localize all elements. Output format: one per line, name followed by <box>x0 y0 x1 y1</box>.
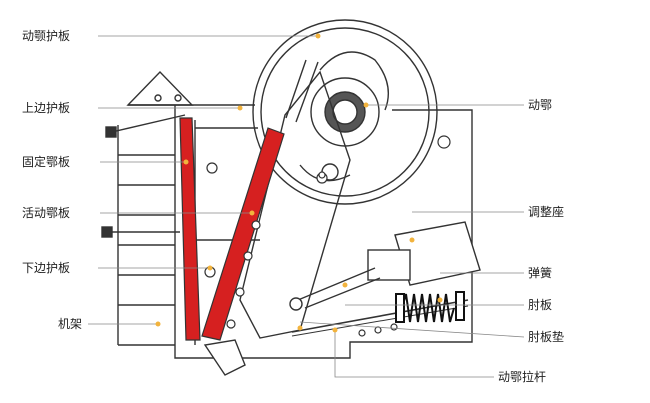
movable-jaw-plate-shape <box>201 127 285 341</box>
leader-frame-dot <box>155 321 161 327</box>
leader-adjusting-seat-dot <box>409 237 415 243</box>
leader-movable-jaw-plate-dot <box>249 210 255 216</box>
label-movable-jaw: 动鄂 <box>528 98 553 112</box>
leader-spring-dot <box>437 297 443 303</box>
leader-lower-guard-plate-dot <box>207 265 213 271</box>
label-fixed-jaw-plate: 固定鄂板 <box>22 155 71 169</box>
label-lower-guard-plate: 下边护板 <box>22 261 71 275</box>
toggle-plate-shape <box>289 267 381 311</box>
label-spring: 弹簧 <box>528 266 553 280</box>
leader-jaw-pull-rod-dot <box>332 327 338 333</box>
leader-movable-jaw-dot <box>363 102 369 108</box>
leader-toggle-pad-dot <box>297 325 303 331</box>
leader-fixed-jaw-plate-dot <box>183 159 189 165</box>
leader-movable-jaw-guard-dot <box>315 33 321 39</box>
adjusting-seat-shape <box>367 221 481 286</box>
tie-rod <box>101 114 186 238</box>
label-frame: 机架 <box>58 317 83 331</box>
label-toggle-pad: 肘板垫 <box>528 330 565 344</box>
leader-toggle-pad <box>299 321 525 338</box>
label-movable-jaw-plate: 活动鄂板 <box>22 206 71 220</box>
label-jaw-pull-rod: 动鄂拉杆 <box>498 370 547 384</box>
leader-toggle-plate-dot <box>342 282 348 288</box>
flywheel <box>252 19 438 205</box>
jaw-tip <box>203 339 246 376</box>
label-adjusting-seat: 调整座 <box>528 205 565 219</box>
spring-shape <box>395 291 465 323</box>
label-movable-jaw-guard: 动颚护板 <box>22 29 71 43</box>
leader-jaw-pull-rod <box>334 330 494 378</box>
label-toggle-plate: 肘板 <box>528 298 553 312</box>
leader-upper-guard-plate-dot <box>237 105 243 111</box>
fixed-jaw-plate-shape <box>179 117 201 341</box>
label-upper-guard-plate: 上边护板 <box>22 101 71 115</box>
